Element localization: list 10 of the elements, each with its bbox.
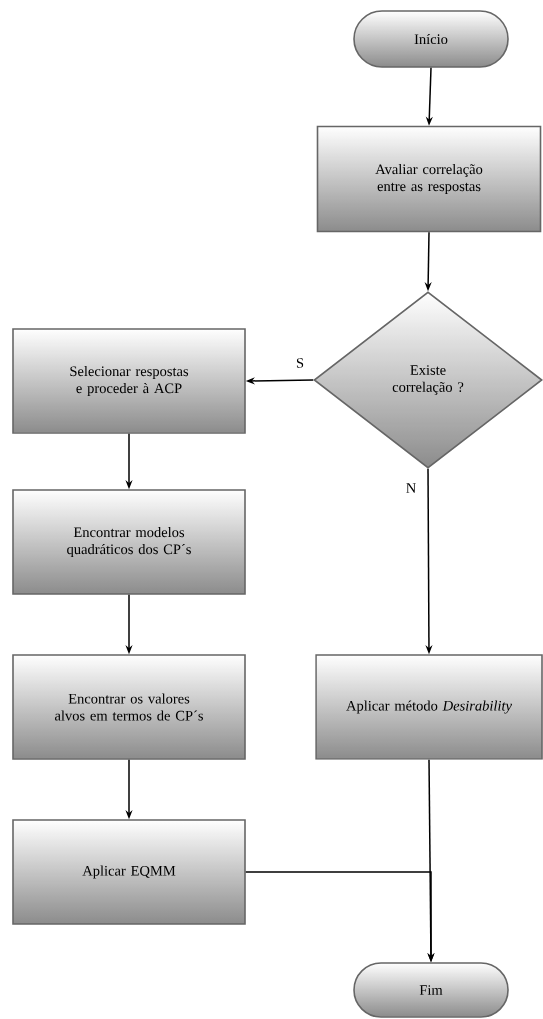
process-box: Aplicar EQMM <box>12 819 246 925</box>
process-box: Encontrar os valores alvos em termos de CP´s <box>12 654 246 760</box>
edge-label: N <box>404 482 418 494</box>
terminal-pill: Fim <box>353 962 509 1018</box>
terminal-pill: Início <box>353 10 509 68</box>
edge-label: S <box>294 357 306 369</box>
process-box: Aplicar método Desirability <box>315 654 543 760</box>
process-box: Avaliar correlação entre as respostas <box>316 125 542 233</box>
process-box: Selecionar respostas e proceder à ACP <box>12 328 246 434</box>
process-box: Encontrar modelos quadráticos dos CP´s <box>12 489 246 595</box>
